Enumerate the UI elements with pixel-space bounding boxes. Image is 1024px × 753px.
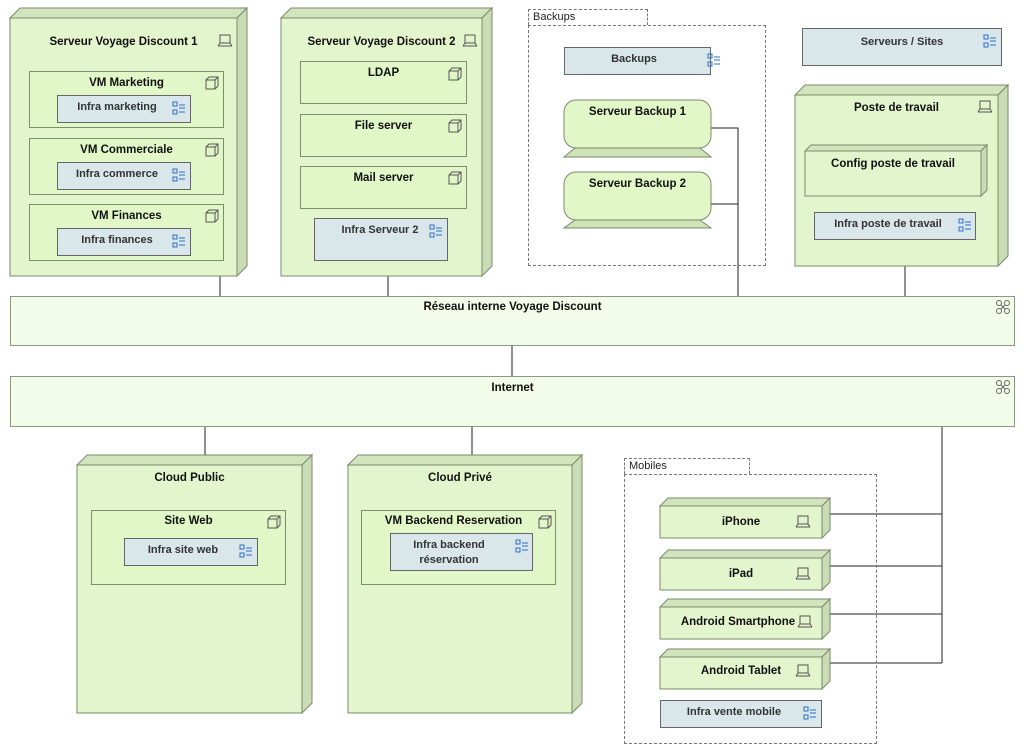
node-poste-label: Poste de travail	[853, 102, 939, 114]
network-internet-label: Internet	[491, 382, 534, 394]
artifact-infra-commerce-label: Infra commerce	[76, 168, 158, 180]
artifact-infra-backend-label-2: réservation	[419, 554, 479, 566]
artifact-serveurs-sites[interactable]	[802, 28, 1002, 66]
node-serveur-2-label: Serveur Voyage Discount 2	[307, 36, 456, 48]
vm-marketing-label: VM Marketing	[89, 77, 164, 89]
artifact-infra-serveur-2-label: Infra Serveur 2	[341, 224, 419, 236]
artifact-backups-label: Backups	[611, 53, 657, 65]
device-android-tablet	[658, 647, 832, 691]
device-ipad	[658, 548, 832, 592]
vm-ldap[interactable]	[300, 61, 467, 104]
artifact-infra-marketing-label: Infra marketing	[77, 101, 157, 113]
vm-file-server[interactable]	[300, 114, 467, 157]
connector-backup1-network	[711, 127, 739, 296]
node-serveur-1-label: Serveur Voyage Discount 1	[49, 36, 198, 48]
node-config-poste-label: Config poste de travail	[831, 158, 955, 170]
group-mobiles-tab: Mobiles	[624, 458, 750, 474]
vm-backend-reservation-label: VM Backend Reservation	[384, 515, 523, 527]
artifact-infra-finances-label: Infra finances	[81, 234, 153, 246]
artifact-infra-vente-mobile[interactable]	[660, 700, 822, 728]
artifact-infra-serveur-2[interactable]	[314, 218, 448, 261]
device-iphone-label: iPhone	[721, 516, 761, 528]
device-android-tablet-label: Android Tablet	[700, 665, 782, 677]
artifact-infra-vente-mobile-label: Infra vente mobile	[686, 706, 782, 718]
node-cloud-public-label: Cloud Public	[154, 472, 225, 484]
device-backup-1-label: Serveur Backup 1	[588, 106, 687, 118]
device-android-phone-label: Android Smartphone	[680, 616, 796, 628]
device-android-phone	[658, 597, 832, 641]
device-backup-2	[562, 171, 713, 229]
node-cloud-prive	[346, 453, 584, 715]
group-backups	[528, 25, 766, 266]
device-ipad-label: iPad	[728, 568, 754, 580]
group-backups-tab: Backups	[528, 9, 648, 25]
artifact-serveurs-sites-label: Serveurs / Sites	[860, 36, 944, 48]
network-internet[interactable]	[10, 376, 1015, 427]
node-cloud-prive-label: Cloud Privé	[428, 472, 492, 484]
vm-ldap-label: LDAP	[367, 67, 400, 79]
vm-mail-server[interactable]	[300, 166, 467, 209]
artifact-infra-site-web[interactable]	[124, 538, 258, 566]
artifact-infra-finances[interactable]	[57, 228, 191, 256]
artifact-infra-site-web-label: Infra site web	[147, 544, 219, 556]
artifact-infra-backend[interactable]	[390, 533, 533, 571]
artifact-backups[interactable]	[564, 47, 711, 75]
vm-finances-label: VM Finances	[91, 210, 162, 222]
vm-site-web-label: Site Web	[164, 515, 213, 527]
artifact-infra-commerce[interactable]	[57, 162, 191, 190]
artifact-infra-poste-label: Infra poste de travail	[834, 218, 942, 230]
artifact-infra-poste[interactable]	[814, 212, 976, 240]
artifact-infra-marketing[interactable]	[57, 95, 191, 123]
node-config-poste	[803, 143, 989, 198]
vm-mail-server-label: Mail server	[353, 172, 414, 184]
artifact-infra-backend-label-1: Infra backend	[413, 539, 485, 551]
network-reseau-interne[interactable]	[10, 296, 1015, 346]
device-backup-2-label: Serveur Backup 2	[588, 178, 687, 190]
node-cloud-public	[75, 453, 314, 715]
vm-file-server-label: File server	[354, 120, 413, 132]
device-iphone	[658, 496, 832, 540]
network-reseau-interne-label: Réseau interne Voyage Discount	[423, 301, 602, 313]
group-mobiles	[624, 474, 877, 744]
device-backup-1	[562, 99, 713, 158]
vm-commerciale-label: VM Commerciale	[80, 144, 173, 156]
